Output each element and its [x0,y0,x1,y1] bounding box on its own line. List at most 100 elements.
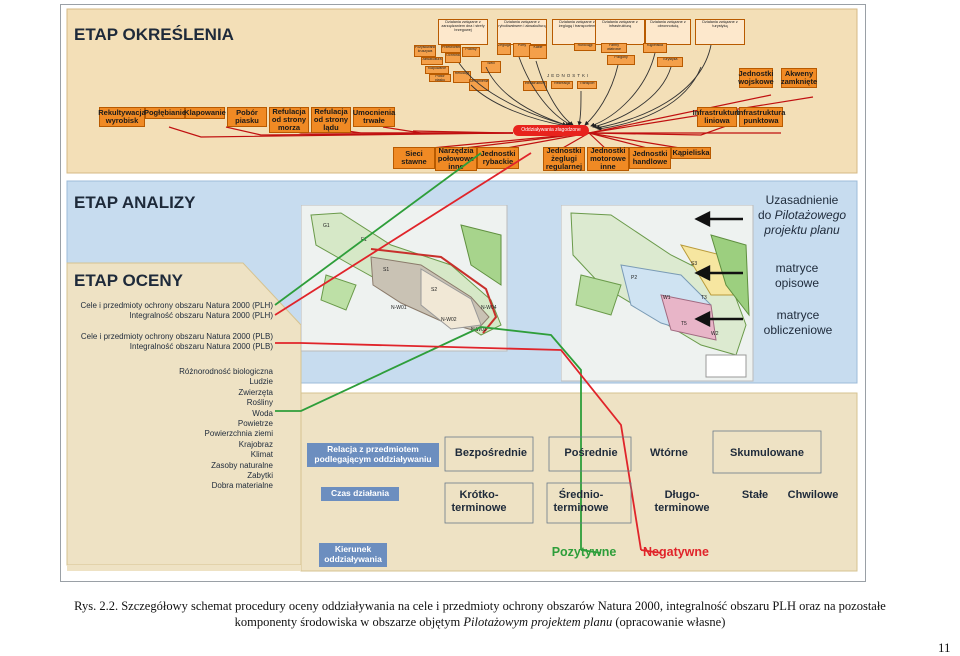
activity-box: Pozyskiwanie kruszywa [414,45,436,57]
map-label: S3 [691,261,698,267]
map-label: N-W04 [481,305,497,311]
box-infrastruktura-liniowa: Infrastruktura liniowa [692,107,742,127]
opisowe: opisowe [774,276,820,290]
component-item: Zwierzęta [238,387,273,397]
matryce-1: matryce [775,261,819,275]
time-srednioterminowe: Średnio-terminowe [553,489,609,515]
components-list: Różnorodność biologiczna Ludzie Zwierzęt… [141,367,273,492]
component-item: Krajobraz [238,439,273,449]
component-item: Powierzchnia ziemi [204,429,273,439]
uzasadnienie-text: Uzasadnienie do Pilotażowego projektu pl… [747,193,857,238]
box-refulacja-morze: Refulacja od strony morza [269,107,309,133]
caption-line-2a: komponenty środowiska w obszarze objętym [234,615,464,629]
activity-box: Sieci [481,61,501,73]
natura-item: Cele i przedmioty ochrony obszaru Natura… [80,301,273,310]
page-number: 11 [938,640,951,655]
activity-box: Akwakultura [421,57,443,65]
center-pill: Oddziaływania złagodzone [513,125,589,136]
component-item: Zasoby naturalne [211,460,273,470]
box-pobor-piasku: Pobór piasku [227,107,267,127]
map-label: P2 [631,275,638,281]
activity-box: Farmy wiatrowe [601,43,627,53]
box-rekultywacja: Rekultywacja wyrobisk [98,107,146,127]
box-jednostki-motorowe: Jednostki motorowe inne [587,146,629,171]
caption-line-2: komponenty środowiska w obszarze objętym… [0,615,960,630]
procedure-diagram: ETAP OKREŚLENIA Działania związane z zar… [60,4,866,582]
map-label: W1 [663,295,671,301]
box-refulacja-lad: Refulacja od strony lądu [311,107,351,133]
activity-box: Ochrona [445,53,461,63]
activity-box: Przetwórstwo [441,45,461,53]
top-activity-box: Działania związane z rybołówstwem i akwa… [497,19,547,45]
map-label: T5 [681,321,687,327]
time-chwilowe: Chwilowe [787,489,839,501]
relation-label: Relacja z przedmiotem podlegającym oddzi… [307,443,439,467]
activity-box: Kąpieliska [643,43,667,53]
box-poglebianie: Pogłębianie [144,107,186,119]
component-item: Dobra materialne [211,481,273,491]
direction-negatywne: Negatywne [643,545,709,559]
activity-box: Żegluga [497,43,511,55]
etap-analizy-title: ETAP ANALIZY [74,193,196,212]
uzasadnienie-line2b: Pilotażowego [774,208,847,222]
relation-wtorne: Wtórne [650,447,688,459]
caption-line-2c: (opracowanie własne) [612,615,726,629]
box-jednostki-wojskowe: Jednostki wojskowe [738,68,774,88]
box-klapowanie: Klapowanie [184,107,226,119]
component-item: Różnorodność biologiczna [179,367,273,376]
etap-oceny-title: ETAP OCENY [74,271,183,290]
time-dlugoterminowe: Długo-terminowe [654,489,710,515]
box-jednostki-zeglugi: Jednostki żeglugi regularnej [543,146,585,171]
box-infrastruktura-punktowa: Infrastruktura punktowa [736,107,786,127]
uzasadnienie-line2a: do [757,208,772,222]
box-narzedzia-polowowe: Narzędzia połowowe inne [435,146,477,171]
map-label: S1 [383,267,390,273]
natura-item: Integralność obszaru Natura 2000 (PLB) [129,342,273,352]
natura-list: Cele i przedmioty ochrony obszaru Natura… [67,301,273,353]
top-activity-box: Działania związane z turystyką [695,19,745,45]
map-label: N-W01 [391,305,407,311]
relation-posrednie: Pośrednie [564,447,618,459]
map-label: W2 [711,331,719,337]
component-item: Zabytki [247,471,273,481]
component-item: Rośliny [246,398,273,408]
flow-lines [274,152,822,554]
uzasadnienie-line3: projektu planu [764,223,840,237]
box-jednostki-rybackie: Jednostki rybackie [477,147,519,169]
box-kapieliska: Kąpieliska [671,147,711,159]
time-label: Czas działania [321,487,399,501]
activity-box: Klapowanie [425,66,449,74]
relation-skumulowane: Skumulowane [730,447,804,459]
activity-box: Pobór piasku [429,74,451,82]
component-item: Ludzie [249,377,273,387]
box-akweny-zamkniete: Akweny zamknięte [780,68,818,88]
relation-bezposrednie: Bezpośrednie [454,447,528,459]
etap-okreslenia-title: ETAP OKREŚLENIA [74,25,234,44]
activity-box: Poligony [607,55,635,65]
top-activity-box: Działania związane z zarządzaniem dna i … [438,19,488,45]
top-activity-box: Działania związane z żeglugą i transport… [552,19,602,45]
uzasadnienie-line1: Uzasadnienie [765,193,839,207]
matryce-2: matryce [776,308,820,322]
activity-box: Turystyka [657,57,683,67]
map-label: N-W03 [471,327,487,333]
natura-item: Integralność obszaru Natura 2000 (PLH) [129,311,273,321]
activity-box: Refulacja [453,71,471,83]
component-item: Woda [252,408,273,418]
top-activity-box: Działania związane z obronnością [645,19,691,45]
direction-label: Kierunek oddziaływania [319,543,387,567]
box-umocnienia: Umocnienia trwałe [352,107,396,127]
activity-box: Kable [529,45,547,59]
natura-item: Cele i przedmioty ochrony obszaru Natura… [80,331,273,341]
matryce-opisowe: matryce opisowe [761,261,833,291]
activity-box: Transport [577,81,597,89]
time-krotkoterminowe: Krótko-terminowe [451,489,507,515]
map-label: N-W02 [441,317,457,323]
black-arrows [694,211,743,327]
box-sieci-stawne: Sieci stawne [393,147,435,169]
map-label: G1 [323,223,330,229]
top-activity-box: Działania związane z infrastrukturą [595,19,645,45]
activity-box: Rurociągi [574,43,596,51]
component-item: Klimat [250,450,273,460]
matryce-obliczeniowe: matryce obliczeniowe [751,308,845,338]
